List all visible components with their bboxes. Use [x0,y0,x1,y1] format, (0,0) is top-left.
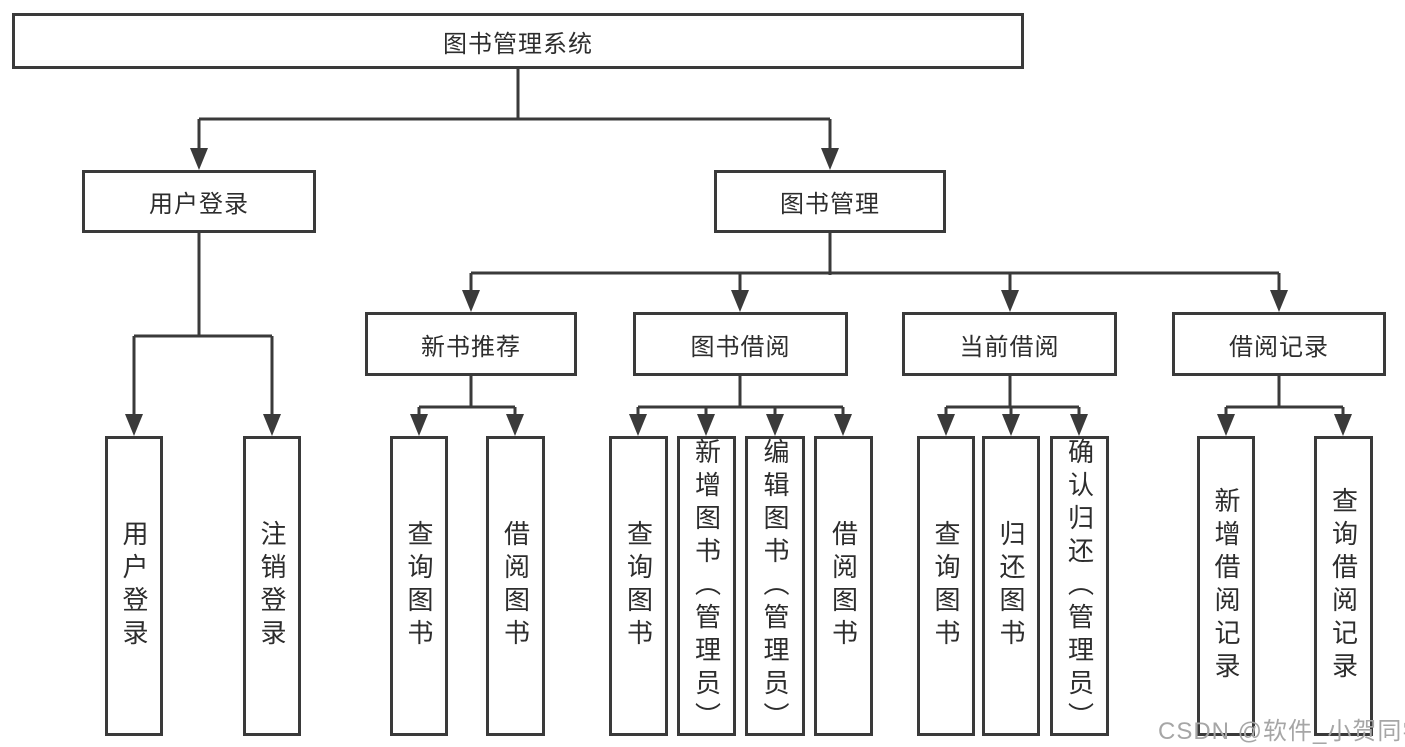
csdn-watermark: CSDN @软件_小贺同学 [1158,718,1405,745]
user-login-box: 用户登录 [82,170,316,233]
leaf-query-borrow-record-box: 查询借阅记录 [1314,436,1373,736]
book-borrow-box: 图书借阅 [633,312,848,376]
leaf-recommend-borrow-books-label: 借阅图书 [500,520,531,652]
leaf-add-books-admin-label: 新增图书（管理员） [691,437,722,735]
leaf-borrow-query-books-label: 查询图书 [623,520,654,652]
leaf-query-borrow-record-label: 查询借阅记录 [1328,487,1359,685]
leaf-confirm-return-admin-box: 确认归还（管理员） [1050,436,1109,736]
leaf-recommend-query-books-label: 查询图书 [404,520,434,652]
root-box-library-management-system: 图书管理系统 [12,13,1024,69]
leaf-logout-label: 注销登录 [257,520,287,652]
leaf-user-login-box: 用户登录 [105,436,163,736]
borrow-records-box: 借阅记录 [1172,312,1386,376]
leaf-recommend-query-books-box: 查询图书 [390,436,448,736]
leaf-confirm-return-admin-label: 确认归还（管理员） [1064,437,1095,735]
leaf-edit-books-admin-box: 编辑图书（管理员） [745,436,805,736]
leaf-borrow-borrow-books-box: 借阅图书 [814,436,873,736]
new-book-recommend-box: 新书推荐 [365,312,577,376]
leaf-edit-books-admin-label: 编辑图书（管理员） [760,437,790,735]
leaf-borrow-query-books-box: 查询图书 [609,436,668,736]
leaf-return-books-label: 归还图书 [996,520,1026,652]
leaf-return-books-box: 归还图书 [982,436,1040,736]
leaf-current-query-books-box: 查询图书 [917,436,975,736]
leaf-borrow-borrow-books-label: 借阅图书 [828,520,859,652]
leaf-add-books-admin-box: 新增图书（管理员） [677,436,736,736]
leaf-add-borrow-record-label: 新增借阅记录 [1211,487,1241,685]
current-borrow-box: 当前借阅 [902,312,1117,376]
leaf-user-login-label: 用户登录 [119,520,149,652]
book-management-box: 图书管理 [714,170,946,233]
leaf-current-query-books-label: 查询图书 [931,520,961,652]
leaf-add-borrow-record-box: 新增借阅记录 [1197,436,1255,736]
leaf-logout-box: 注销登录 [243,436,301,736]
leaf-recommend-borrow-books-box: 借阅图书 [486,436,545,736]
